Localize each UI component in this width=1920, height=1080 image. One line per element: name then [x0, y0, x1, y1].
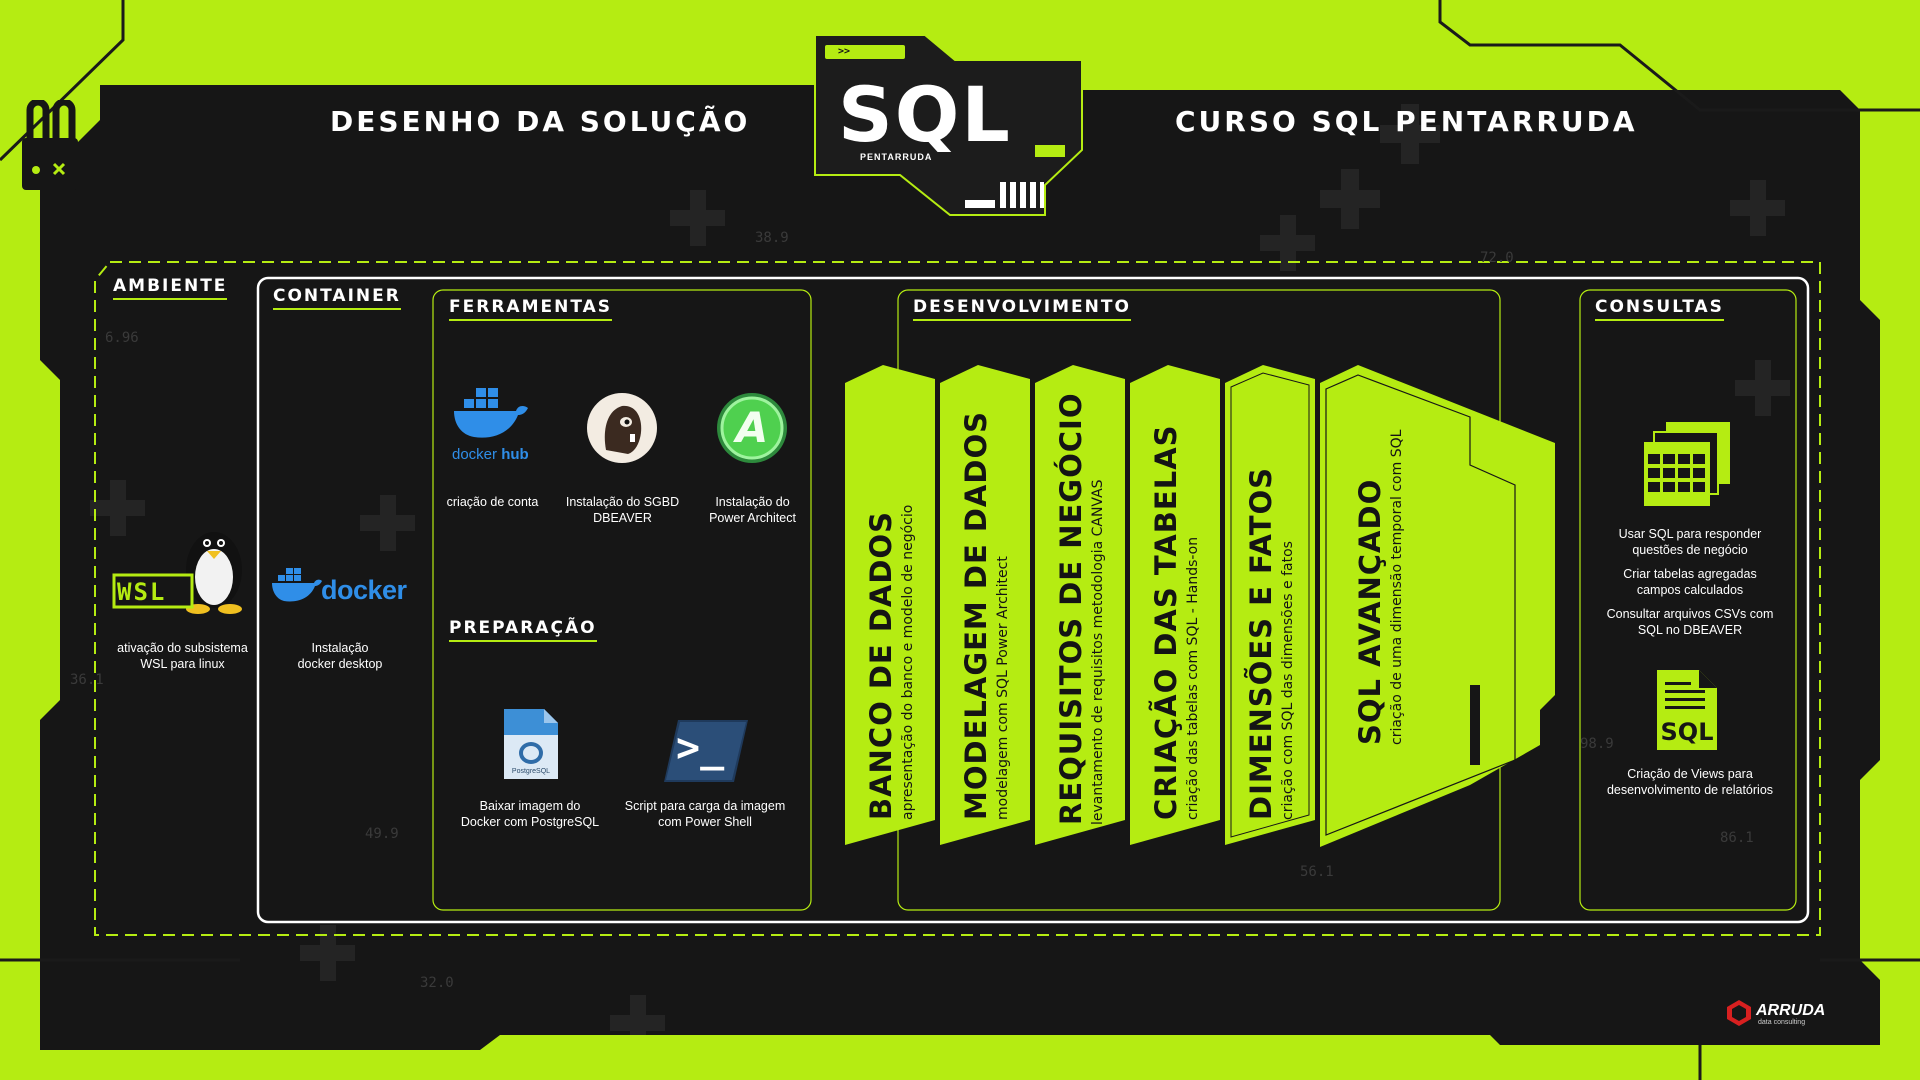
powershell-caption: Script para carga da imagem com Power Sh…: [624, 799, 786, 829]
card-shape: [940, 365, 1030, 845]
postgresql-logo-text: PostgreSQL: [511, 768, 551, 775]
header-right-title: CURSO SQL PENTARRUDA: [1175, 105, 1638, 138]
dev-card-sql-avancado: SQL AVANÇADO criação de uma dimensão tem…: [1320, 365, 1555, 847]
wsl-linux-icon: [112, 532, 242, 614]
card-subtitle: criação com SQL das dimensões e fatos: [1280, 541, 1296, 820]
section-title-consultas: CONSULTAS: [1595, 297, 1724, 321]
decor-number: 6.96: [105, 330, 139, 346]
power-architect-caption: Instalação do Power Architect: [709, 495, 796, 525]
decor-number: 38.9: [755, 230, 789, 246]
container-caption: Instalação docker desktop: [297, 641, 383, 671]
arruda-logo-icon: [1727, 1000, 1751, 1026]
powershell-icon: [664, 720, 748, 782]
power-architect-icon: [717, 393, 787, 463]
dev-card-requisitos-de-negocio: REQUISITOS DE NEGÓCIO levantamento de re…: [1035, 365, 1125, 845]
header-left-title: DESENHO DA SOLUÇÃO: [330, 105, 751, 138]
docker-whale-icon: [272, 568, 322, 602]
decor-number: 72.0: [1480, 250, 1514, 266]
lock-icon: [22, 100, 78, 190]
brand-name: ARRUDA: [1756, 1002, 1826, 1019]
sql-file-text: SQL: [1660, 718, 1714, 746]
docker-logo-text: docker: [321, 575, 407, 605]
card-title: MODELAGEM DE DADOS: [959, 411, 993, 820]
card-subtitle: criação das tabelas com SQL - Hands-on: [1185, 536, 1201, 820]
power-architect-letter: A: [735, 403, 769, 452]
docker-hub-caption: criação de conta: [446, 495, 539, 509]
docker-hub-logo-a: docker: [452, 446, 498, 463]
card-title: SQL AVANÇADO: [1353, 478, 1387, 745]
spreadsheet-icon: [1644, 422, 1730, 506]
consultas-line: Usar SQL para responder questões de negó…: [1618, 527, 1762, 557]
sql-logo-main: SQL: [838, 70, 1012, 159]
section-title-ambiente: AMBIENTE: [113, 276, 228, 300]
dev-card-dimensoes-e-fatos: DIMENSÕES E FATOS criação com SQL das di…: [1225, 365, 1315, 845]
card-shape: [1035, 365, 1125, 845]
section-title-ferramentas: FERRAMENTAS: [449, 297, 612, 321]
dev-card-criacao-das-tabelas: CRIAÇÃO DAS TABELAS criação das tabelas …: [1130, 365, 1220, 845]
docker-hub-logo-b: hub: [501, 446, 529, 463]
brand-sub: data consulting: [1758, 1019, 1806, 1026]
card-subtitle: criação de uma dimensão temporal com SQL: [1389, 429, 1405, 745]
consultas-line-bottom: Criação de Views para desenvolvimento de…: [1606, 767, 1774, 797]
consultas-line: Consultar arquivos CSVs com SQL no DBEAV…: [1606, 607, 1774, 637]
docker-hub-logo-text: docker hub: [452, 446, 529, 463]
sql-file-icon: [1657, 670, 1717, 750]
decor-number: 49.9: [365, 826, 399, 842]
dev-card-banco-de-dados: BANCO DE DADOS apresentação do banco e m…: [845, 365, 935, 845]
decor-number: 32.0: [420, 975, 454, 991]
wsl-logo-text: WSL: [117, 578, 167, 606]
sql-logo-sub: PENTARRUDA: [860, 152, 933, 162]
consultas-line: Criar tabelas agregadas campos calculado…: [1623, 567, 1757, 597]
powershell-logo-text: >_: [676, 725, 725, 771]
section-title-desenvolvimento: DESENVOLVIMENTO: [913, 297, 1131, 321]
decor-number: 36.1: [70, 672, 104, 688]
ambiente-caption: ativação do subsistema WSL para linux: [117, 641, 248, 671]
dbeaver-caption: Instalação do SGBD DBEAVER: [565, 495, 680, 525]
dev-card-modelagem-de-dados: MODELAGEM DE DADOS modelagem com SQL Pow…: [940, 365, 1030, 845]
card-subtitle: levantamento de requisitos metodologia C…: [1090, 479, 1106, 825]
card-subtitle: apresentação do banco e modelo de negóci…: [900, 504, 916, 820]
card-shape: [1130, 365, 1220, 845]
sql-logo-prompt: >>: [838, 46, 851, 57]
card-title: REQUISITOS DE NEGÓCIO: [1054, 392, 1088, 825]
section-title-preparacao: PREPARAÇÃO: [449, 618, 597, 642]
card-shape: [845, 365, 935, 845]
postgresql-caption: Baixar imagem do Docker com PostgreSQL: [460, 799, 600, 829]
section-title-container: CONTAINER: [273, 286, 401, 310]
docker-hub-icon: [454, 388, 528, 438]
card-shape: [1320, 365, 1555, 847]
card-title: CRIAÇÃO DAS TABELAS: [1149, 424, 1183, 820]
decor-number: 86.1: [1720, 830, 1754, 846]
decor-number: 98.9: [1580, 736, 1614, 752]
card-shape: [1225, 365, 1315, 845]
card-title: BANCO DE DADOS: [864, 511, 898, 820]
card-title: DIMENSÕES E FATOS: [1244, 466, 1278, 820]
decor-number: 56.1: [1300, 864, 1334, 880]
postgresql-file-icon: [504, 709, 558, 779]
card-subtitle: modelagem com SQL Power Architect: [995, 556, 1011, 820]
dbeaver-icon: [587, 393, 657, 463]
